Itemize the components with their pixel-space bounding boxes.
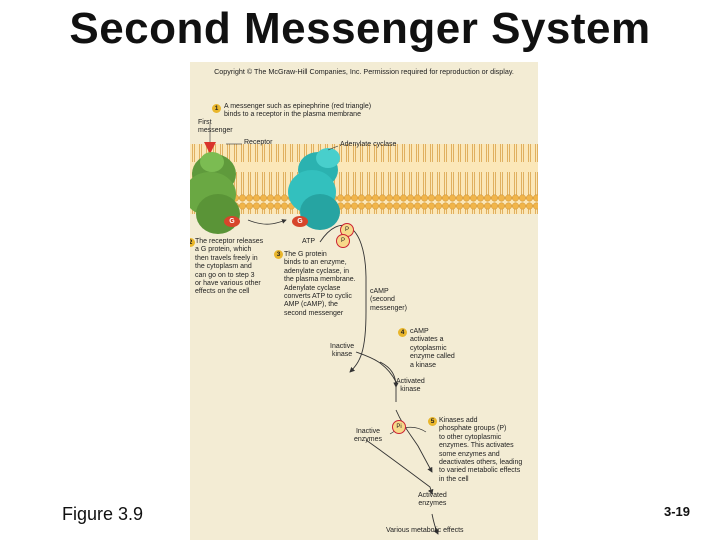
receptor-protein bbox=[190, 152, 240, 234]
first-messenger-label: First messenger bbox=[198, 119, 233, 135]
adenylate-cyclase-enzyme bbox=[288, 148, 340, 230]
inactive-kinase-label: Inactive kinase bbox=[330, 343, 355, 359]
g-protein-left: G bbox=[224, 216, 240, 227]
page-title: Second Messenger System bbox=[69, 4, 651, 53]
pi-marker: Pi bbox=[392, 420, 406, 434]
activated-enzymes-label: Activated enzymes bbox=[418, 492, 447, 508]
step-4-text: cAMP activates a cytoplasmic enzyme call… bbox=[410, 328, 455, 369]
g-protein-right: G bbox=[292, 216, 308, 227]
phosphate-top: P bbox=[340, 223, 354, 237]
diagram-panel: Copyright © The McGraw-Hill Companies, I… bbox=[190, 62, 538, 540]
plasma-membrane-lipids bbox=[190, 144, 538, 214]
step-5-number: 5 bbox=[428, 417, 437, 426]
atp-label: ATP bbox=[302, 238, 316, 245]
epinephrine-triangle bbox=[204, 142, 216, 154]
step-2-text: The receptor releases a G protein, which… bbox=[195, 238, 264, 296]
step-1-text: A messenger such as epinephrine (red tri… bbox=[224, 103, 372, 119]
step-4-number: 4 bbox=[398, 328, 407, 337]
step-3-text: The G protein binds to an enzyme, adenyl… bbox=[284, 251, 356, 317]
step-1-number: 1 bbox=[212, 104, 221, 113]
adenylate-cyclase-label: Adenylate cyclase bbox=[340, 141, 397, 148]
camp-label: cAMP (second messenger) bbox=[370, 288, 407, 312]
receptor-label: Receptor bbox=[244, 139, 273, 146]
diagram-svg bbox=[190, 124, 538, 535]
step-3-number: 3 bbox=[274, 250, 283, 259]
metabolic-effects-label: Various metabolic effects bbox=[386, 527, 464, 534]
phosphate-atp: P bbox=[336, 234, 350, 248]
figure-label: Figure 3.9 bbox=[62, 504, 144, 524]
page-number: 3-19 bbox=[664, 504, 691, 519]
step-2-number: 2 bbox=[190, 238, 195, 247]
inactive-enzymes-label: Inactive enzymes bbox=[354, 428, 383, 444]
activated-kinase-label: Activated kinase bbox=[396, 378, 425, 394]
copyright-notice: Copyright © The McGraw-Hill Companies, I… bbox=[214, 67, 514, 76]
step-5-text: Kinases add phosphate groups (P) to othe… bbox=[439, 417, 523, 483]
